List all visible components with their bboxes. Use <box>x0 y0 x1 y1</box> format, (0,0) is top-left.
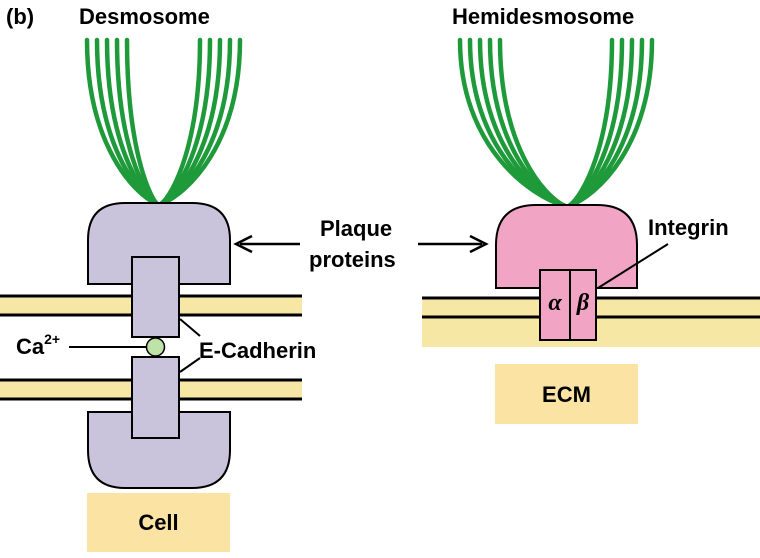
plaque-proteins-label-line1: Plaque <box>320 216 392 241</box>
lower-cadherin-domain <box>131 356 180 439</box>
desmosome-title: Desmosome <box>79 4 210 29</box>
integrin-leader-line <box>597 243 669 289</box>
calcium-ion <box>145 337 166 357</box>
plaque-arrow-left <box>233 234 300 254</box>
calcium-label: Ca2+ <box>16 331 60 359</box>
panel-label: (b) <box>6 4 34 29</box>
ecm-box <box>495 364 638 424</box>
cell-label: Cell <box>138 510 178 535</box>
plaque-proteins-label-line2: proteins <box>309 247 396 272</box>
integrin-alpha-subunit <box>539 269 571 341</box>
integrin-beta-subunit <box>569 269 597 341</box>
e-cadherin-leader-lower <box>179 357 201 373</box>
hemidesmosome-title: Hemidesmosome <box>452 4 634 29</box>
desmosome-upper-plaque <box>87 202 231 285</box>
e-cadherin-label: E-Cadherin <box>199 338 316 363</box>
upper-cadherin-domain <box>131 256 180 338</box>
filament-strand <box>124 37 160 207</box>
alpha-label: α <box>548 290 562 316</box>
ecm-label: ECM <box>542 382 591 407</box>
beta-label: β <box>576 290 590 316</box>
filament-strand <box>497 37 568 209</box>
desmosome-lower-plaque <box>87 411 231 489</box>
plaque-arrow-right <box>418 234 489 254</box>
hemidesmosome-intermediate-filaments <box>457 37 655 209</box>
e-cadherin-leader-upper <box>179 318 201 337</box>
desmosome-intermediate-filaments <box>84 37 243 207</box>
filament-strand <box>566 37 655 209</box>
cell-box <box>87 493 230 552</box>
integrin-label: Integrin <box>648 215 729 240</box>
hemidesmosome-plaque <box>495 204 638 289</box>
filament-strand <box>158 37 243 207</box>
